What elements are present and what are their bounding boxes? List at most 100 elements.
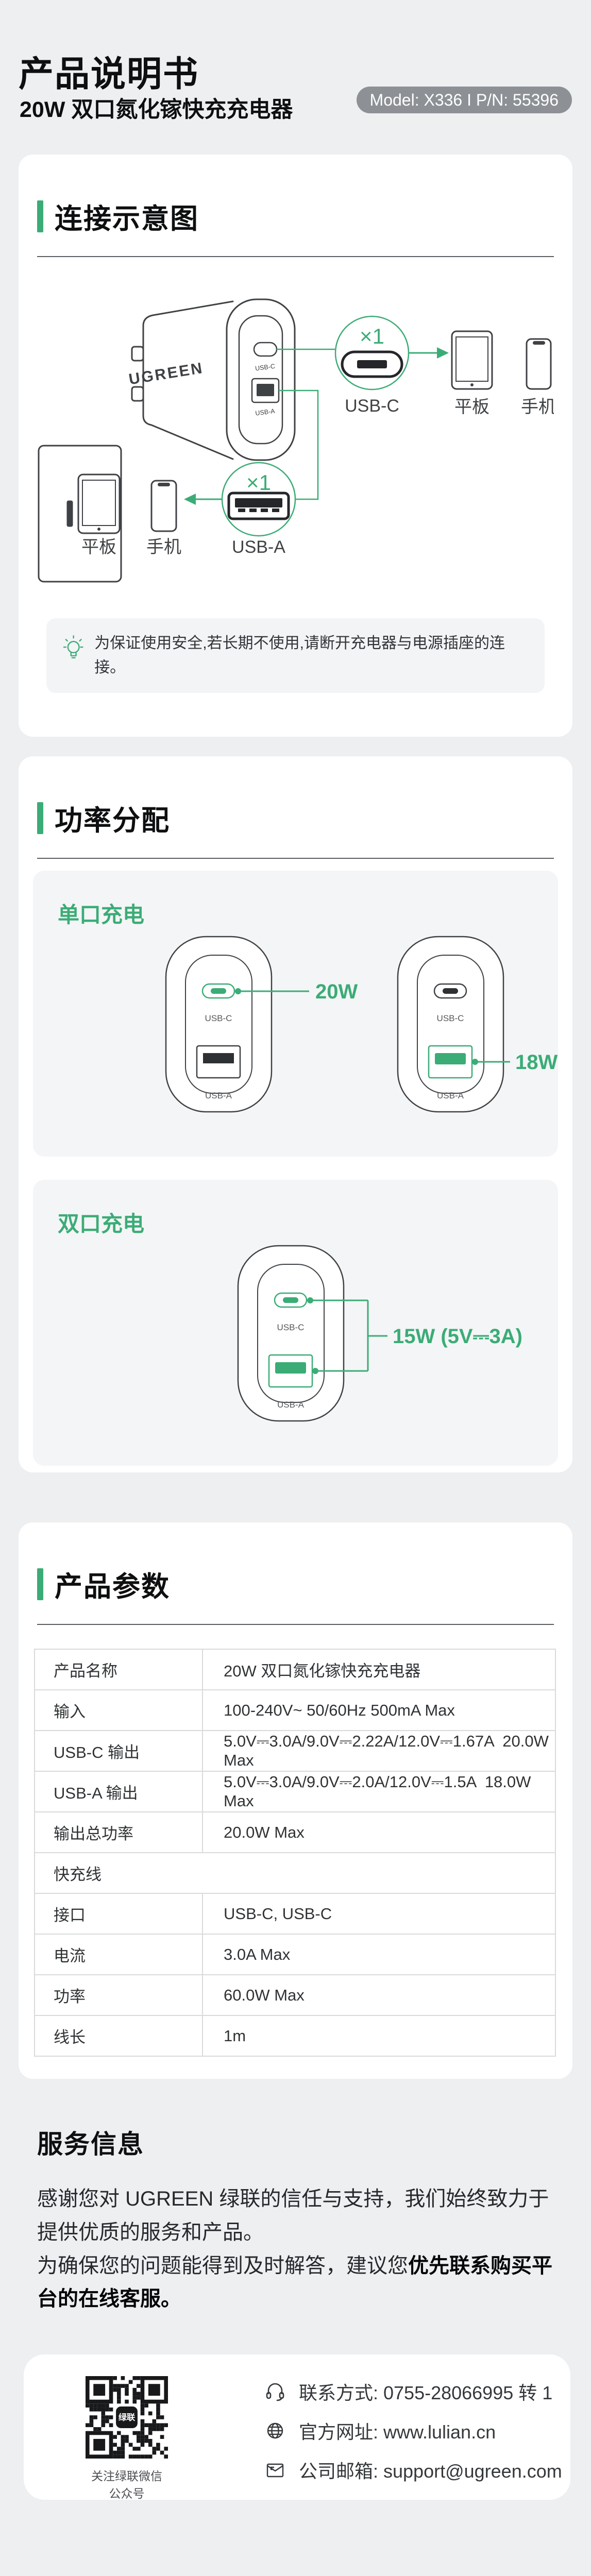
specs-section-title: 产品参数 (55, 1571, 170, 1602)
connection-section-title: 连接示意图 (55, 204, 199, 234)
safety-tip: 为保证使用安全,若长期不使用,请断开充电器与电源插座的连接。 (46, 618, 545, 693)
spec-label: 接口 (35, 1894, 203, 1934)
safety-tip-text: 为保证使用安全,若长期不使用,请断开充电器与电源插座的连接。 (94, 635, 505, 676)
spec-label: 产品名称 (35, 1650, 203, 1689)
phone-icon (526, 338, 552, 390)
arrow-right-icon (437, 347, 449, 359)
usba-callout: ×1 USB-A (184, 389, 319, 557)
qr-code: 绿联 (86, 2376, 168, 2459)
charger-usbc-port-label: USB-C (255, 363, 275, 372)
usbc-circle-label: USB-C (345, 396, 399, 416)
model-badge: Model: X336 I P/N: 55396 (356, 87, 572, 113)
usbc-port-label: USB-C (437, 1013, 464, 1023)
contact-row-email: 公司邮箱: support@ugreen.com (265, 2456, 562, 2483)
charger-face-usbc: USB-C USB-A 20W (165, 936, 358, 1113)
service-info: 服务信息 感谢您对 UGREEN 绿联的信任与支持，我们始终致力于提供优质的服务… (37, 2124, 560, 2316)
spec-value: 3.0A Max (224, 1945, 291, 1963)
table-row: 电流 3.0A Max (35, 1935, 555, 1975)
usbc-plug-icon (341, 350, 403, 378)
table-row: USB-A 输出 5.0V⎓3.0A/9.0V⎓2.0A/12.0V⎓1.5A … (35, 1772, 555, 1812)
charger-illustration: UGREEN USB-C USB-A (128, 298, 296, 461)
service-p2-normal: 为确保您的问题能得到及时解答，建议您 (37, 2254, 408, 2277)
qr-caption: 关注绿联微信公众号 (91, 2469, 162, 2500)
single-port-box: 单口充电 USB-C USB-A 20W (33, 871, 558, 1157)
single-port-title: 单口充电 (58, 903, 145, 927)
connection-section-header: 连接示意图 (19, 155, 572, 236)
section-accent-bar (37, 1568, 43, 1600)
single-port-diagram: USB-C USB-A 20W USB-C U (165, 936, 558, 1113)
service-title: 服务信息 (37, 2130, 144, 2159)
usbc-power-value: 20W (315, 980, 358, 1003)
usba-device1-label: 平板 (81, 537, 116, 557)
spec-label: USB-C 输出 (35, 1731, 203, 1771)
phone-icon (150, 480, 177, 532)
spec-value: 1m (224, 2026, 246, 2045)
section-accent-bar (37, 802, 43, 834)
spec-value: 20W 双口氮化镓快充充电器 (224, 1662, 421, 1680)
table-row: 接口 USB-C, USB-C (35, 1894, 555, 1935)
charger-usba-port-label: USB-A (255, 408, 276, 417)
spec-value: 60.0W Max (224, 1986, 305, 2004)
table-section-row: 快充线 (35, 1853, 555, 1894)
contact-website: 官方网址: www.lulian.cn (299, 2421, 496, 2443)
spec-value: 100-240V~ 50/60Hz 500mA Max (224, 1701, 455, 1719)
contact-list: 联系方式: 0755-28066995 转 1 官方网址: www.lulian… (265, 2378, 562, 2483)
headset-icon (266, 2383, 284, 2401)
specs-table: 产品名称 20W 双口氮化镓快充充电器 输入 100-240V~ 50/60Hz… (34, 1649, 556, 2057)
power-section-title: 功率分配 (55, 805, 170, 836)
usba-power-value: 18W (515, 1051, 558, 1074)
usba-count: ×1 (246, 470, 271, 495)
page-title: 产品说明书 (19, 55, 199, 94)
tablet-icon (77, 473, 121, 534)
usbc-device2-label: 手机 (521, 397, 554, 417)
dual-port-diagram: USB-C USB-A 15W (5V⎓3A) (237, 1245, 522, 1422)
spec-value: 5.0V⎓3.0A/9.0V⎓2.0A/12.0V⎓1.5A 18.0W Max (224, 1773, 536, 1810)
spec-label: 线长 (35, 2016, 203, 2056)
usba-device2-label: 手机 (146, 537, 181, 557)
charger-face-usba: USB-C USB-A 18W (397, 936, 558, 1113)
usba-port-label: USB-A (205, 1091, 232, 1100)
table-row: 线长 1m (35, 2016, 555, 2056)
dual-power-value: 15W (5V⎓3A) (393, 1325, 522, 1348)
usba-port-label: USB-A (437, 1091, 464, 1100)
product-subtitle: 20W 双口氮化镓快充充电器 (20, 97, 293, 122)
section-divider (37, 1624, 554, 1625)
usbc-devices: 平板 手机 (451, 330, 554, 417)
usbc-count: ×1 (360, 324, 384, 348)
service-paragraph-2: 为确保您的问题能得到及时解答，建议您优先联系购买平台的在线客服。 (37, 2249, 560, 2316)
table-row: 输出总功率 20.0W Max (35, 1812, 555, 1853)
usba-plug-icon (227, 492, 290, 520)
section-divider (37, 858, 554, 859)
contact-card: 绿联 关注绿联微信公众号 联系方式: 0755-28066995 转 1 (24, 2354, 570, 2500)
spec-value: 20.0W Max (224, 1823, 305, 1841)
connection-diagram: UGREEN USB-C USB-A ×1 USB-C (38, 298, 554, 583)
usba-circle-label: USB-A (232, 537, 285, 557)
table-row: USB-C 输出 5.0V⎓3.0A/9.0V⎓2.22A/12.0V⎓1.67… (35, 1731, 555, 1772)
spec-label: 电流 (35, 1935, 203, 1974)
usbc-device1-label: 平板 (454, 397, 489, 417)
contact-phone: 联系方式: 0755-28066995 转 1 (299, 2382, 553, 2403)
table-row: 输入 100-240V~ 50/60Hz 500mA Max (35, 1690, 555, 1731)
power-card: 功率分配 单口充电 USB-C USB-A 20W (19, 756, 572, 1472)
power-section-header: 功率分配 (19, 756, 572, 838)
tablet-icon (451, 330, 493, 390)
spec-label: USB-A 输出 (35, 1772, 203, 1811)
connection-card: 连接示意图 UGREEN (19, 155, 572, 737)
spec-label: 输出总功率 (35, 1812, 203, 1852)
contact-row-website: 官方网址: www.lulian.cn (265, 2417, 562, 2444)
dual-port-box: 双口充电 USB-C USB-A 15W (5V⎓3A) (33, 1180, 558, 1466)
qr-block: 绿联 关注绿联微信公众号 (86, 2376, 168, 2501)
usbc-callout: ×1 USB-C (277, 315, 449, 416)
globe-icon (267, 2422, 283, 2439)
section-accent-bar (37, 200, 43, 232)
mail-icon (266, 2463, 284, 2478)
usba-port-label: USB-A (277, 1400, 305, 1410)
service-paragraph-1: 感谢您对 UGREEN 绿联的信任与支持，我们始终致力于提供优质的服务和产品。 (37, 2188, 549, 2244)
contact-email: 公司邮箱: support@ugreen.com (299, 2461, 562, 2482)
specs-section-header: 产品参数 (19, 1522, 572, 1604)
lightbulb-icon (63, 634, 84, 658)
arrow-left-icon (184, 494, 196, 505)
table-row: 功率 60.0W Max (35, 1975, 555, 2016)
section-divider (37, 256, 554, 257)
